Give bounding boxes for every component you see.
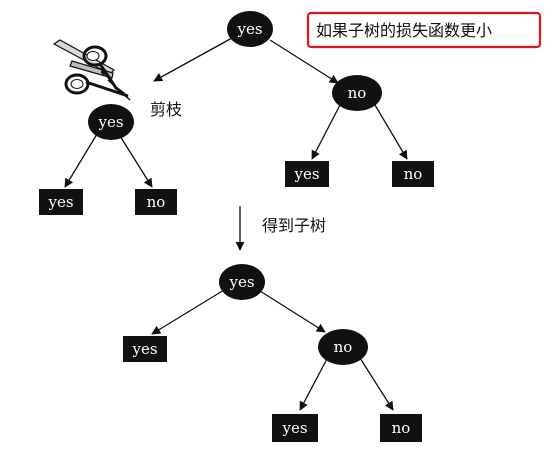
p-leaf-left	[123, 336, 167, 362]
p-node-root	[219, 264, 265, 300]
leaf-left-1	[39, 189, 83, 215]
edge-root-to-right	[269, 39, 339, 84]
leaf-right-2-label: no	[404, 165, 423, 183]
leaf-right-1	[285, 161, 329, 187]
node-left-internal	[88, 104, 134, 140]
edge-right-to-leaf1	[311, 104, 341, 160]
node-right-internal	[332, 75, 382, 111]
node-right-internal-label: no	[348, 84, 367, 102]
result-label: 得到子树	[262, 216, 326, 235]
p-node-root-label: yes	[228, 273, 254, 291]
node-root-label: yes	[236, 20, 262, 38]
prune-label: 剪枝	[150, 100, 182, 119]
p-node-right-internal	[318, 329, 368, 365]
leaf-right-2	[392, 161, 434, 187]
leaf-right-1-label: yes	[293, 165, 319, 183]
p-leaf-right-1-label: yes	[281, 419, 307, 437]
node-left-internal-label: yes	[97, 113, 123, 131]
p-leaf-right-1	[272, 414, 318, 442]
p-node-right-internal-label: no	[334, 338, 353, 356]
edge-p-right-to-leaf1	[299, 356, 329, 411]
edge-left-to-leaf2	[119, 135, 153, 188]
p-leaf-right-2-label: no	[392, 419, 411, 437]
edge-p-root-to-right	[259, 290, 326, 333]
condition-box	[306, 11, 542, 49]
p-leaf-right-2	[380, 414, 422, 442]
pruned-tree: yes yes no yes no	[123, 264, 422, 442]
leaf-left-1-label: yes	[47, 193, 73, 211]
original-tree: yes yes no yes no yes no	[39, 11, 434, 215]
scissors-icon	[52, 39, 131, 101]
leaf-left-2-label: no	[147, 193, 166, 211]
edge-root-to-left	[153, 37, 233, 82]
edge-right-to-leaf2	[374, 104, 408, 160]
condition-text: 如果子树的损失函数更小	[316, 21, 492, 40]
leaf-left-2	[135, 189, 177, 215]
edge-left-to-leaf1	[64, 133, 98, 188]
edge-p-root-to-left	[151, 289, 225, 335]
node-root	[227, 11, 273, 47]
edge-p-right-to-leaf2	[359, 357, 394, 411]
p-leaf-left-label: yes	[131, 340, 157, 358]
